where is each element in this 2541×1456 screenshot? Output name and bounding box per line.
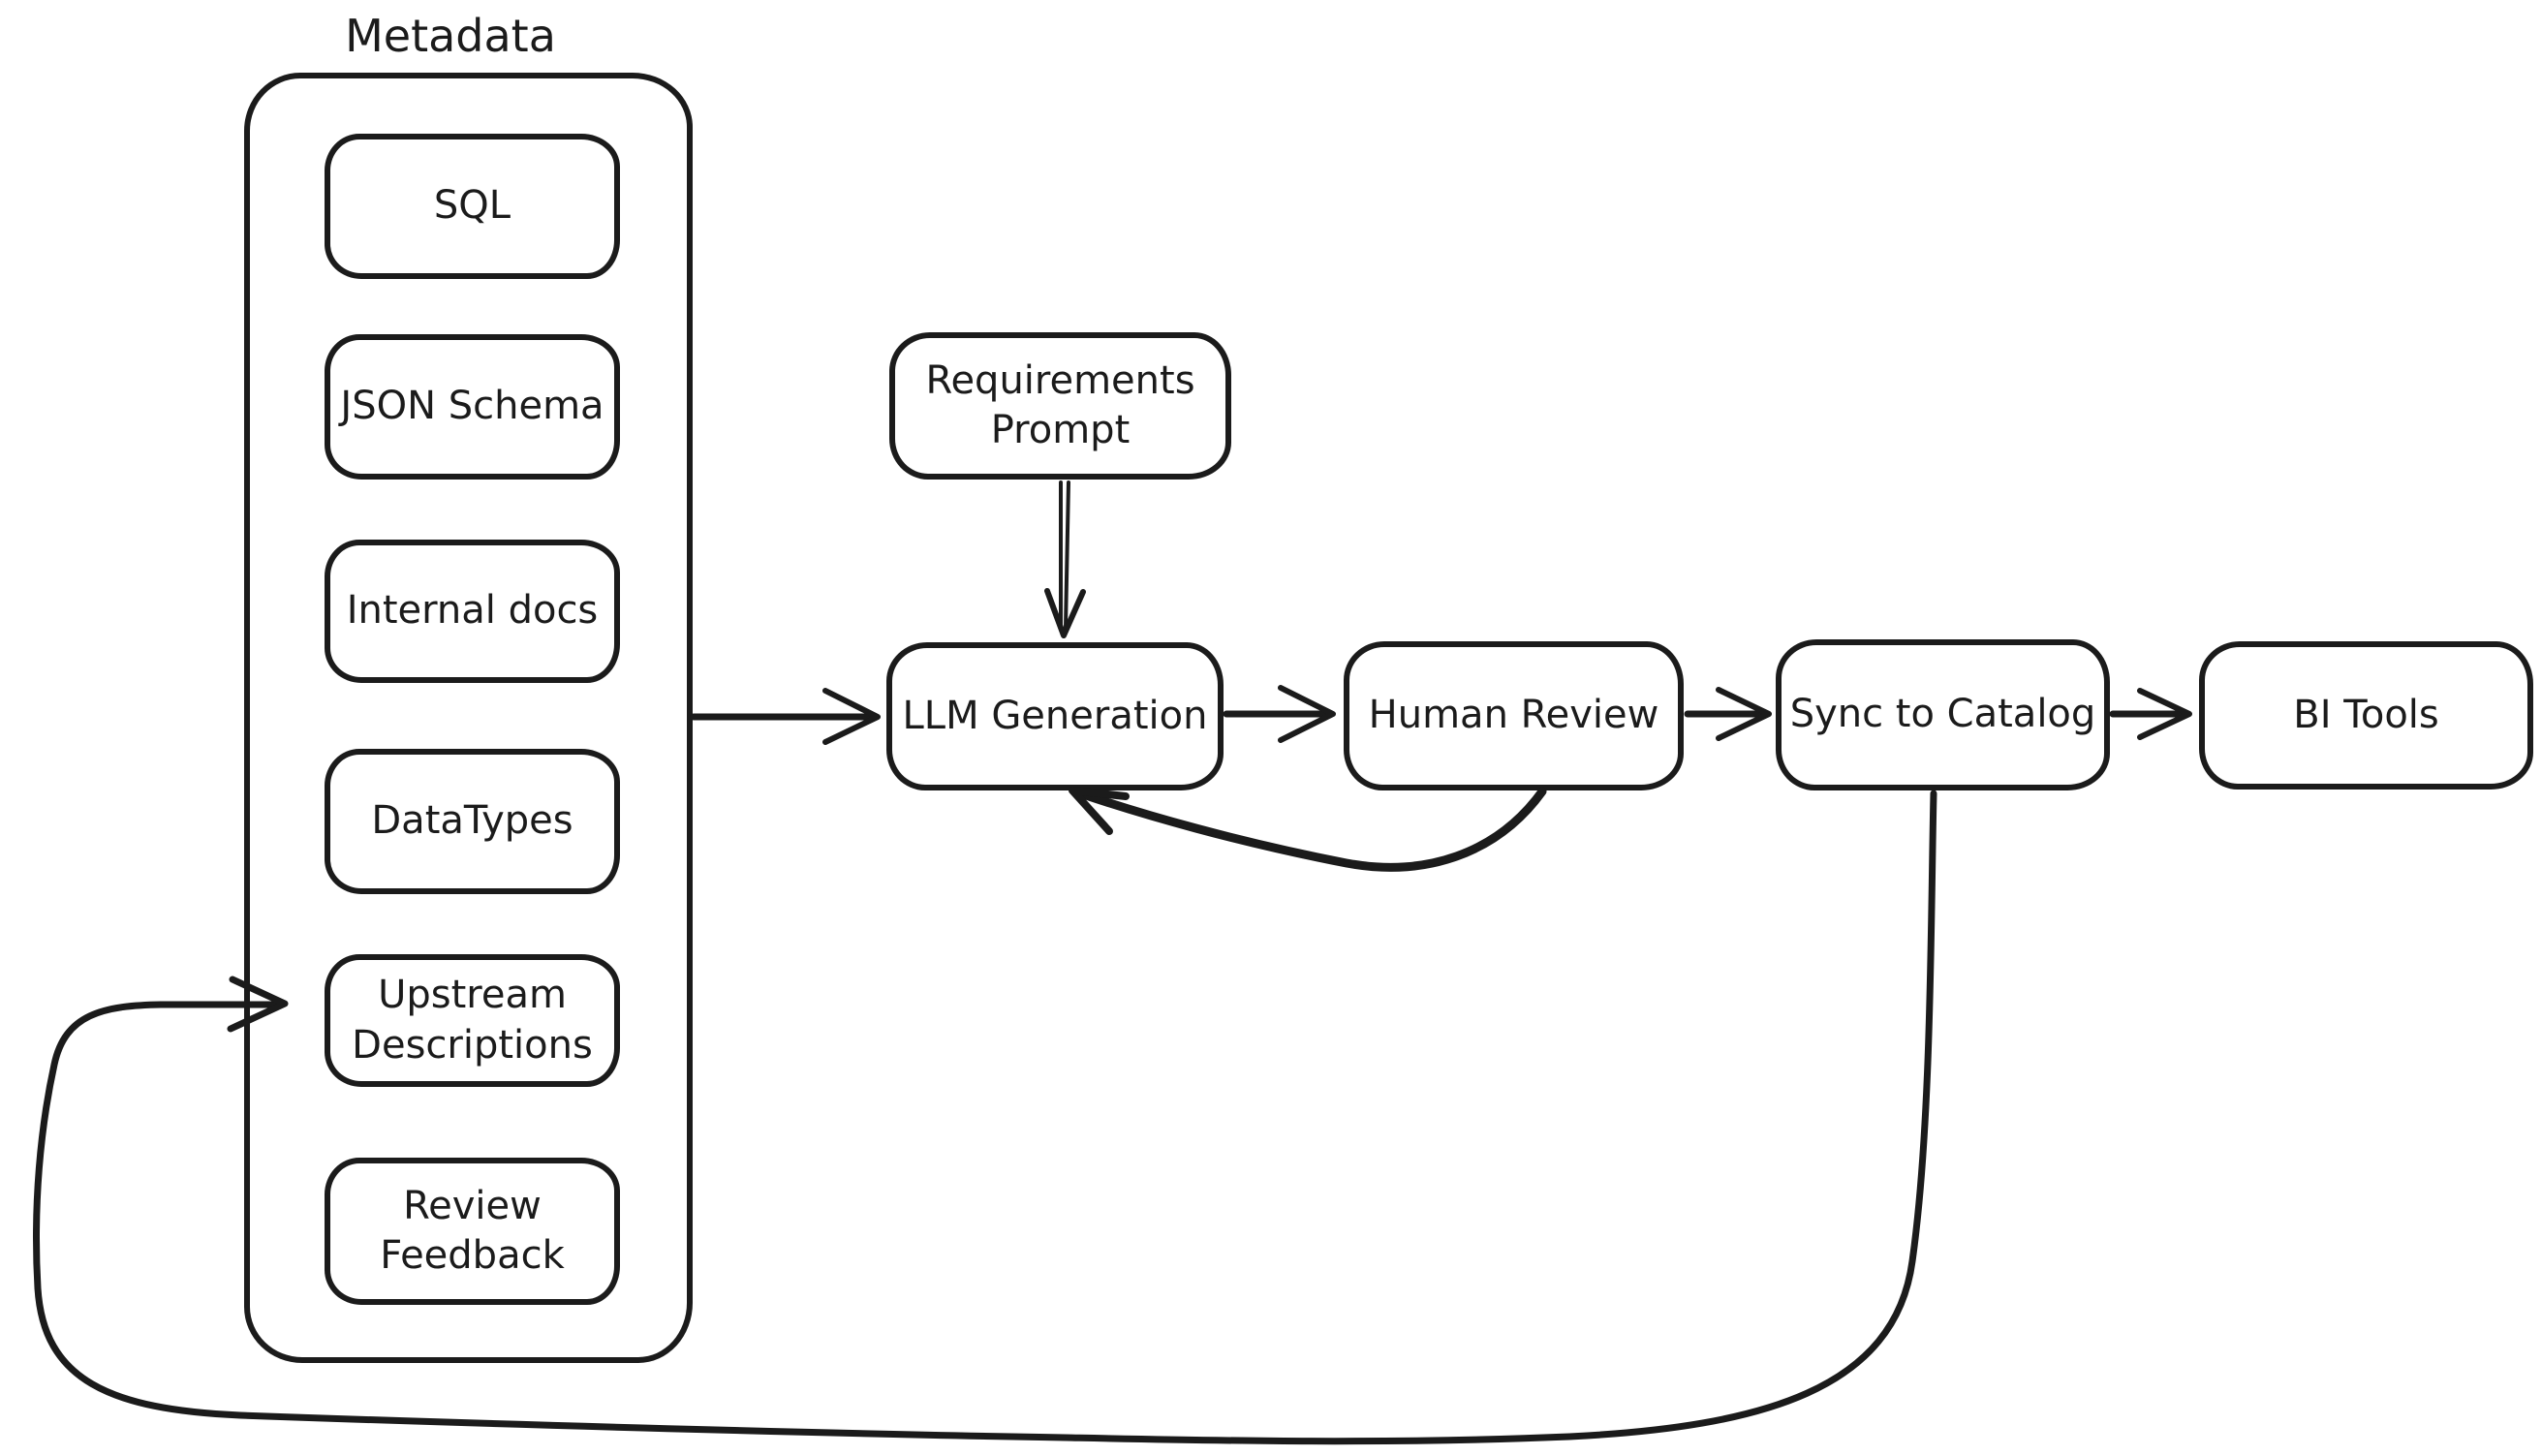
node-label: Sync to Catalog — [1789, 692, 2096, 737]
node-sync-to-catalog: Sync to Catalog — [1776, 639, 2110, 790]
node-label: DataTypes — [371, 798, 573, 844]
arrowhead-requirements-to-llm — [1044, 588, 1086, 638]
arrowhead-sync-to-bi-tools — [2137, 688, 2192, 740]
node-label: Requirements Prompt — [925, 357, 1195, 452]
arrowhead-metadata-to-llm — [822, 688, 881, 745]
node-label: JSON Schema — [340, 384, 604, 429]
node-label: Upstream Descriptions — [352, 973, 593, 1068]
node-label: Review Feedback — [380, 1183, 565, 1278]
node-llm-generation: LLM Generation — [886, 642, 1224, 790]
node-internal-docs: Internal docs — [325, 540, 620, 683]
node-label: Human Review — [1368, 693, 1659, 738]
node-datatypes: DataTypes — [325, 749, 620, 894]
arrowhead-human-review-to-llm-feedback — [1069, 787, 1130, 835]
node-bi-tools: BI Tools — [2199, 641, 2533, 790]
metadata-group-title: Metadata — [345, 10, 556, 62]
arrowhead-human-review-to-sync — [1716, 687, 1772, 741]
node-label: SQL — [433, 183, 511, 229]
arrowhead-llm-to-human-review — [1278, 685, 1336, 743]
node-json-schema: JSON Schema — [325, 334, 620, 480]
node-label: BI Tools — [2293, 692, 2439, 737]
node-upstream-descriptions: Upstream Descriptions — [325, 954, 620, 1087]
node-requirements-prompt: Requirements Prompt — [889, 332, 1231, 480]
node-sql: SQL — [325, 134, 620, 279]
node-label: Internal docs — [346, 588, 599, 634]
node-review-feedback: Review Feedback — [325, 1158, 620, 1305]
node-label: LLM Generation — [902, 693, 1208, 738]
edge-requirements-to-llm-stroke-2 — [1064, 480, 1070, 630]
node-human-review: Human Review — [1344, 641, 1684, 790]
edge-human-review-to-llm-feedback — [1075, 787, 1547, 872]
